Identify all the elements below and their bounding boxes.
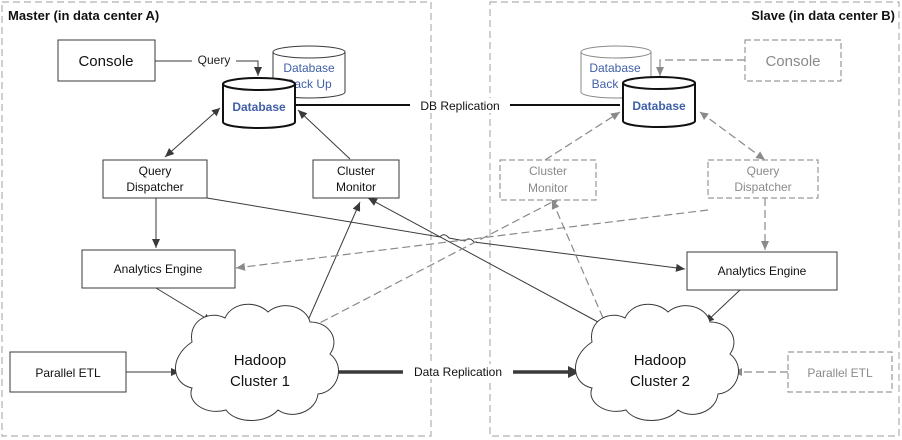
master-hadoop-label-1: Hadoop	[234, 352, 287, 369]
slave-console-node[interactable]: Console	[744, 39, 842, 82]
master-region	[1, 1, 432, 437]
master-console-node[interactable]: Console	[57, 39, 156, 82]
db-replication-label: DB Replication	[420, 99, 499, 113]
slave-cluster-monitor-label-1: Cluster	[529, 164, 567, 178]
slave-database-node[interactable]: Database	[622, 76, 696, 128]
slave-region	[489, 1, 900, 437]
edge-hadoop1-to-cluster-monitor	[305, 201, 361, 326]
slave-analytics-engine-node[interactable]: Analytics Engine	[686, 251, 838, 291]
query-label: Query	[198, 53, 231, 67]
slave-backup-label-2: Back	[592, 77, 620, 91]
master-database-label: Database	[232, 100, 286, 114]
slave-backup-label-1: Database	[589, 61, 641, 75]
master-cluster-monitor-node[interactable]: Cluster Monitor	[312, 159, 400, 199]
master-hadoop-cluster-node[interactable]: Hadoop Cluster 1	[175, 303, 339, 421]
edge-slave-dispatcher-to-master-analytics	[235, 209, 709, 271]
edge-cluster-monitor-to-database	[297, 109, 351, 160]
edge-slave-analytics-to-hadoop2	[704, 289, 741, 324]
slave-database-label: Database	[632, 99, 686, 113]
edge-master-dispatcher-to-slave-analytics	[206, 197, 686, 272]
db-replication-label-bg	[410, 98, 510, 113]
slave-parallel-etl-label: Parallel ETL	[807, 366, 873, 380]
edge-slave-database-query-dispatcher	[699, 111, 766, 161]
edge-analytics-to-hadoop1	[155, 287, 213, 323]
edge-hadoop1-to-slave-cluster-monitor	[309, 197, 561, 329]
master-hadoop-label-2: Cluster 1	[230, 373, 290, 390]
master-parallel-etl-node[interactable]: Parallel ETL	[9, 351, 127, 393]
master-console-label: Console	[78, 53, 133, 70]
master-query-dispatcher-label-1: Query	[139, 164, 172, 178]
master-backup-label-1: Database	[283, 61, 335, 75]
slave-cluster-monitor-label-2: Monitor	[528, 181, 568, 195]
master-cluster-monitor-label-2: Monitor	[336, 180, 376, 194]
slave-region-title: Slave (in data center B)	[751, 8, 895, 23]
master-database-node[interactable]: Database	[222, 77, 296, 129]
edge-slave-console-to-database	[656, 59, 745, 76]
master-parallel-etl-label: Parallel ETL	[35, 366, 101, 380]
data-replication-label: Data Replication	[414, 365, 502, 379]
edge-hadoop2-to-slave-cluster-monitor	[551, 199, 604, 319]
edge-slave-cluster-monitor-to-database	[544, 111, 621, 161]
slave-hadoop-label-2: Cluster 2	[630, 373, 690, 390]
master-region-title: Master (in data center A)	[8, 8, 159, 23]
edge-hadoop2-to-master-cluster-monitor	[367, 197, 599, 323]
edge-console-to-database	[155, 60, 262, 76]
slave-parallel-etl-node[interactable]: Parallel ETL	[787, 351, 893, 393]
slave-analytics-engine-label: Analytics Engine	[718, 264, 807, 278]
master-backup-label-2: Back Up	[286, 77, 332, 91]
slave-query-dispatcher-node[interactable]: Query Dispatcher	[707, 159, 819, 199]
master-query-dispatcher-label-2: Dispatcher	[126, 180, 183, 194]
slave-query-dispatcher-label-2: Dispatcher	[734, 180, 791, 194]
slave-hadoop-cluster-node[interactable]: Hadoop Cluster 2	[575, 303, 739, 421]
master-analytics-engine-node[interactable]: Analytics Engine	[81, 249, 236, 289]
slave-cluster-monitor-node[interactable]: Cluster Monitor	[499, 159, 597, 201]
master-cluster-monitor-label-1: Cluster	[337, 164, 375, 178]
edge-database-query-dispatcher	[164, 107, 221, 158]
slave-console-label: Console	[765, 53, 820, 70]
query-label-bg	[192, 52, 236, 67]
master-analytics-engine-label: Analytics Engine	[114, 262, 203, 276]
data-replication-label-bg	[403, 364, 513, 379]
master-query-dispatcher-node[interactable]: Query Dispatcher	[102, 159, 208, 199]
slave-query-dispatcher-label-1: Query	[747, 164, 780, 178]
slave-hadoop-label-1: Hadoop	[634, 352, 687, 369]
